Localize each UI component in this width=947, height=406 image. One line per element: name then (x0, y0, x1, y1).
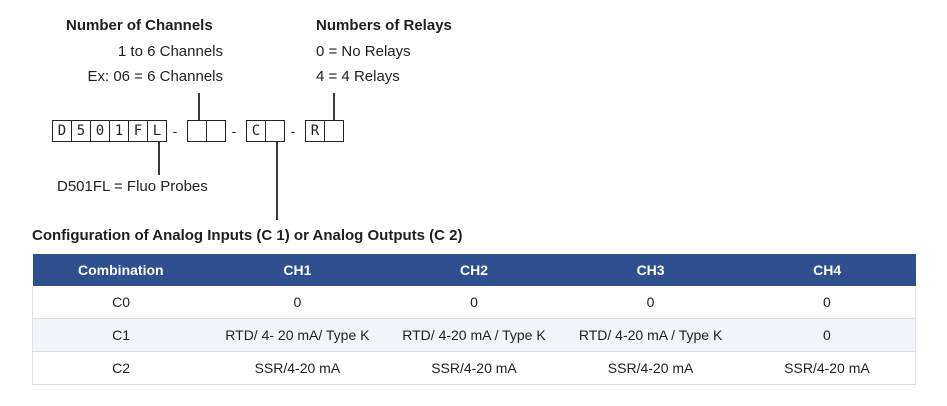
config-digit-box (265, 120, 285, 142)
channels-example-text: Ex: 06 = 6 Channels (87, 68, 223, 85)
header-ch2: CH2 (385, 254, 563, 286)
table-cell: RTD/ 4- 20 mA/ Type K (209, 318, 386, 352)
table-cell: RTD/ 4-20 mA / Type K (562, 318, 739, 352)
table-cell: SSR/4-20 mA (738, 351, 916, 385)
table-cell: 0 (738, 318, 916, 352)
header-ch3: CH3 (562, 254, 739, 286)
configuration-table: Combination CH1 CH2 CH3 CH4 C0 0 0 0 0 C… (32, 254, 916, 385)
relays-heading: Numbers of Relays (316, 17, 452, 34)
config-title: Configuration of Analog Inputs (C 1) or … (32, 227, 463, 244)
probe-connector-line (158, 142, 160, 175)
table-row: C0 0 0 0 0 (32, 286, 916, 319)
channels-heading: Number of Channels (66, 17, 213, 34)
code-box-4: 1 (109, 120, 129, 142)
config-connector-line (276, 142, 278, 220)
header-combination: Combination (32, 254, 210, 286)
code-dash-1: - (172, 123, 178, 139)
relay-digit-box (324, 120, 344, 142)
channels-connector-line (198, 93, 200, 120)
header-ch1: CH1 (209, 254, 386, 286)
channel-digit-box-2 (206, 120, 226, 142)
table-row: C2 SSR/4-20 mA SSR/4-20 mA SSR/4-20 mA S… (32, 351, 916, 385)
code-dash-3: - (290, 123, 296, 139)
relays-none-text: 0 = No Relays (316, 43, 411, 60)
relays-four-text: 4 = 4 Relays (316, 68, 400, 85)
table-header-row: Combination CH1 CH2 CH3 CH4 (32, 254, 916, 286)
code-box-3: 0 (90, 120, 110, 142)
table-cell: RTD/ 4-20 mA / Type K (385, 318, 563, 352)
relays-connector-line (333, 93, 335, 120)
relay-letter-box: R (305, 120, 325, 142)
header-ch4: CH4 (738, 254, 916, 286)
code-box-1: D (52, 120, 72, 142)
table-cell: C2 (32, 351, 210, 385)
code-box-2: 5 (71, 120, 91, 142)
code-dash-2: - (231, 123, 237, 139)
code-box-5: F (128, 120, 148, 142)
table-cell: 0 (385, 286, 563, 319)
table-row: C1 RTD/ 4- 20 mA/ Type K RTD/ 4-20 mA / … (32, 318, 916, 352)
table-cell: C0 (32, 286, 210, 319)
config-letter-box: C (246, 120, 266, 142)
channels-range-text: 1 to 6 Channels (117, 43, 223, 60)
table-cell: 0 (209, 286, 386, 319)
table-cell: SSR/4-20 mA (209, 351, 386, 385)
probe-note: D501FL = Fluo Probes (57, 178, 208, 195)
table-cell: C1 (32, 318, 210, 352)
table-cell: 0 (562, 286, 739, 319)
table-cell: SSR/4-20 mA (562, 351, 739, 385)
code-box-6: L (147, 120, 167, 142)
table-cell: SSR/4-20 mA (385, 351, 563, 385)
table-cell: 0 (738, 286, 916, 319)
channel-digit-box-1 (187, 120, 207, 142)
